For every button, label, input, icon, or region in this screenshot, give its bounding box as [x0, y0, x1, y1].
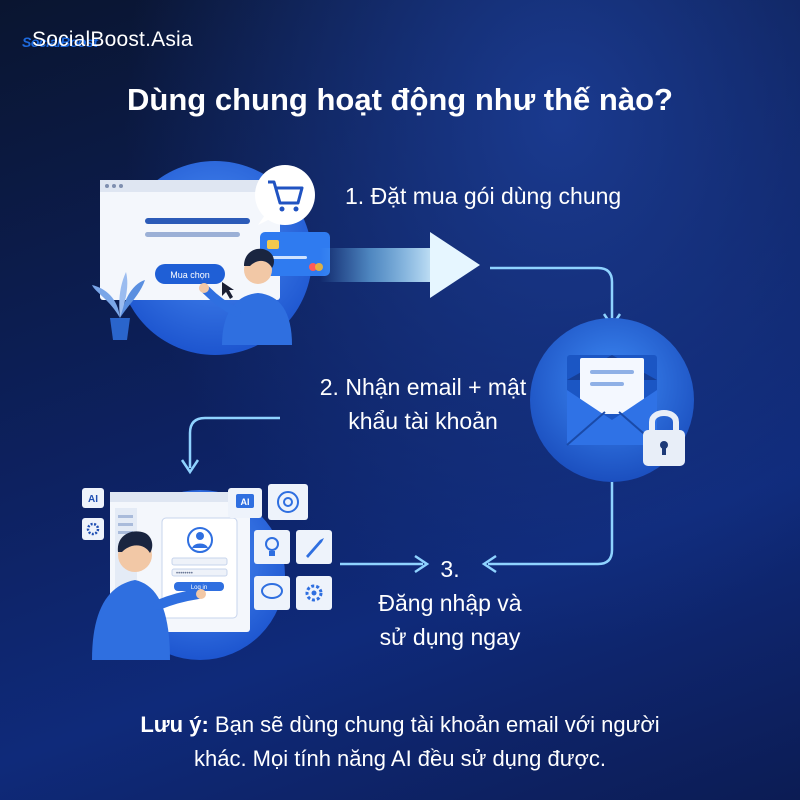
note-line2: khác. Mọi tính năng AI đều sử dụng được.	[193, 746, 607, 771]
step3-line1: Đăng nhập và	[378, 590, 522, 616]
login-illustration: AI •••••••• Log in AI	[82, 484, 332, 660]
user-icon	[187, 527, 213, 553]
step2-label: 2. Nhận email + mật khẩu tài khoản	[278, 370, 568, 438]
brand-logo: SocialBoost	[22, 34, 98, 50]
person-shopping	[199, 248, 292, 345]
step3-line2: sử dụng ngay	[379, 624, 521, 650]
person-login	[92, 531, 206, 660]
step1-label: 1. Đặt mua gói dùng chung	[345, 183, 622, 209]
chat-icon	[254, 576, 290, 610]
buy-button	[155, 264, 225, 284]
shopping-illustration: Mua chọn	[92, 161, 330, 355]
note-line1: Lưu ý: Bạn sẽ dùng chung tài khoản email…	[0, 708, 800, 742]
envelope-icon	[566, 355, 658, 446]
cursor-icon	[222, 282, 234, 299]
note: Lưu ý: Bạn sẽ dùng chung tài khoản email…	[0, 708, 800, 776]
step3-label: 3. Đăng nhập và sử dụng ngay	[340, 552, 560, 654]
brand-name: SocialBoost.Asia	[32, 28, 193, 51]
buy-button-label: Mua chọn	[170, 270, 210, 280]
ai-icon	[82, 488, 104, 508]
envelope-illustration	[530, 318, 694, 482]
page-title: Dùng chung hoạt động như thế nào?	[127, 82, 673, 117]
step3-number: 3.	[440, 556, 460, 582]
svg-text:••••••••: ••••••••	[176, 571, 193, 577]
cart-icon	[255, 165, 315, 225]
login-button	[174, 582, 224, 591]
gear-icon-small	[82, 518, 104, 540]
note-text-1: Bạn sẽ dùng chung tài khoản email với ng…	[214, 712, 660, 737]
connector-arrow-4	[340, 554, 430, 574]
step2-line1: 2. Nhận email + mật	[319, 374, 527, 400]
connector-arrow-1	[490, 266, 622, 329]
plant-icon	[92, 272, 145, 340]
svg-text:AI: AI	[88, 494, 98, 505]
lightbulb-icon	[254, 530, 290, 564]
openai-icon	[268, 484, 308, 520]
connector-arrow-2	[180, 416, 280, 475]
step1-arrow	[320, 232, 480, 298]
svg-text:AI: AI	[241, 497, 250, 507]
note-label: Lưu ý:	[140, 712, 209, 737]
connector-arrow-3	[481, 482, 614, 574]
svg-text:Log in: Log in	[191, 585, 207, 591]
lock-icon	[643, 410, 685, 466]
step2-line2: khẩu tài khoản	[348, 408, 498, 434]
